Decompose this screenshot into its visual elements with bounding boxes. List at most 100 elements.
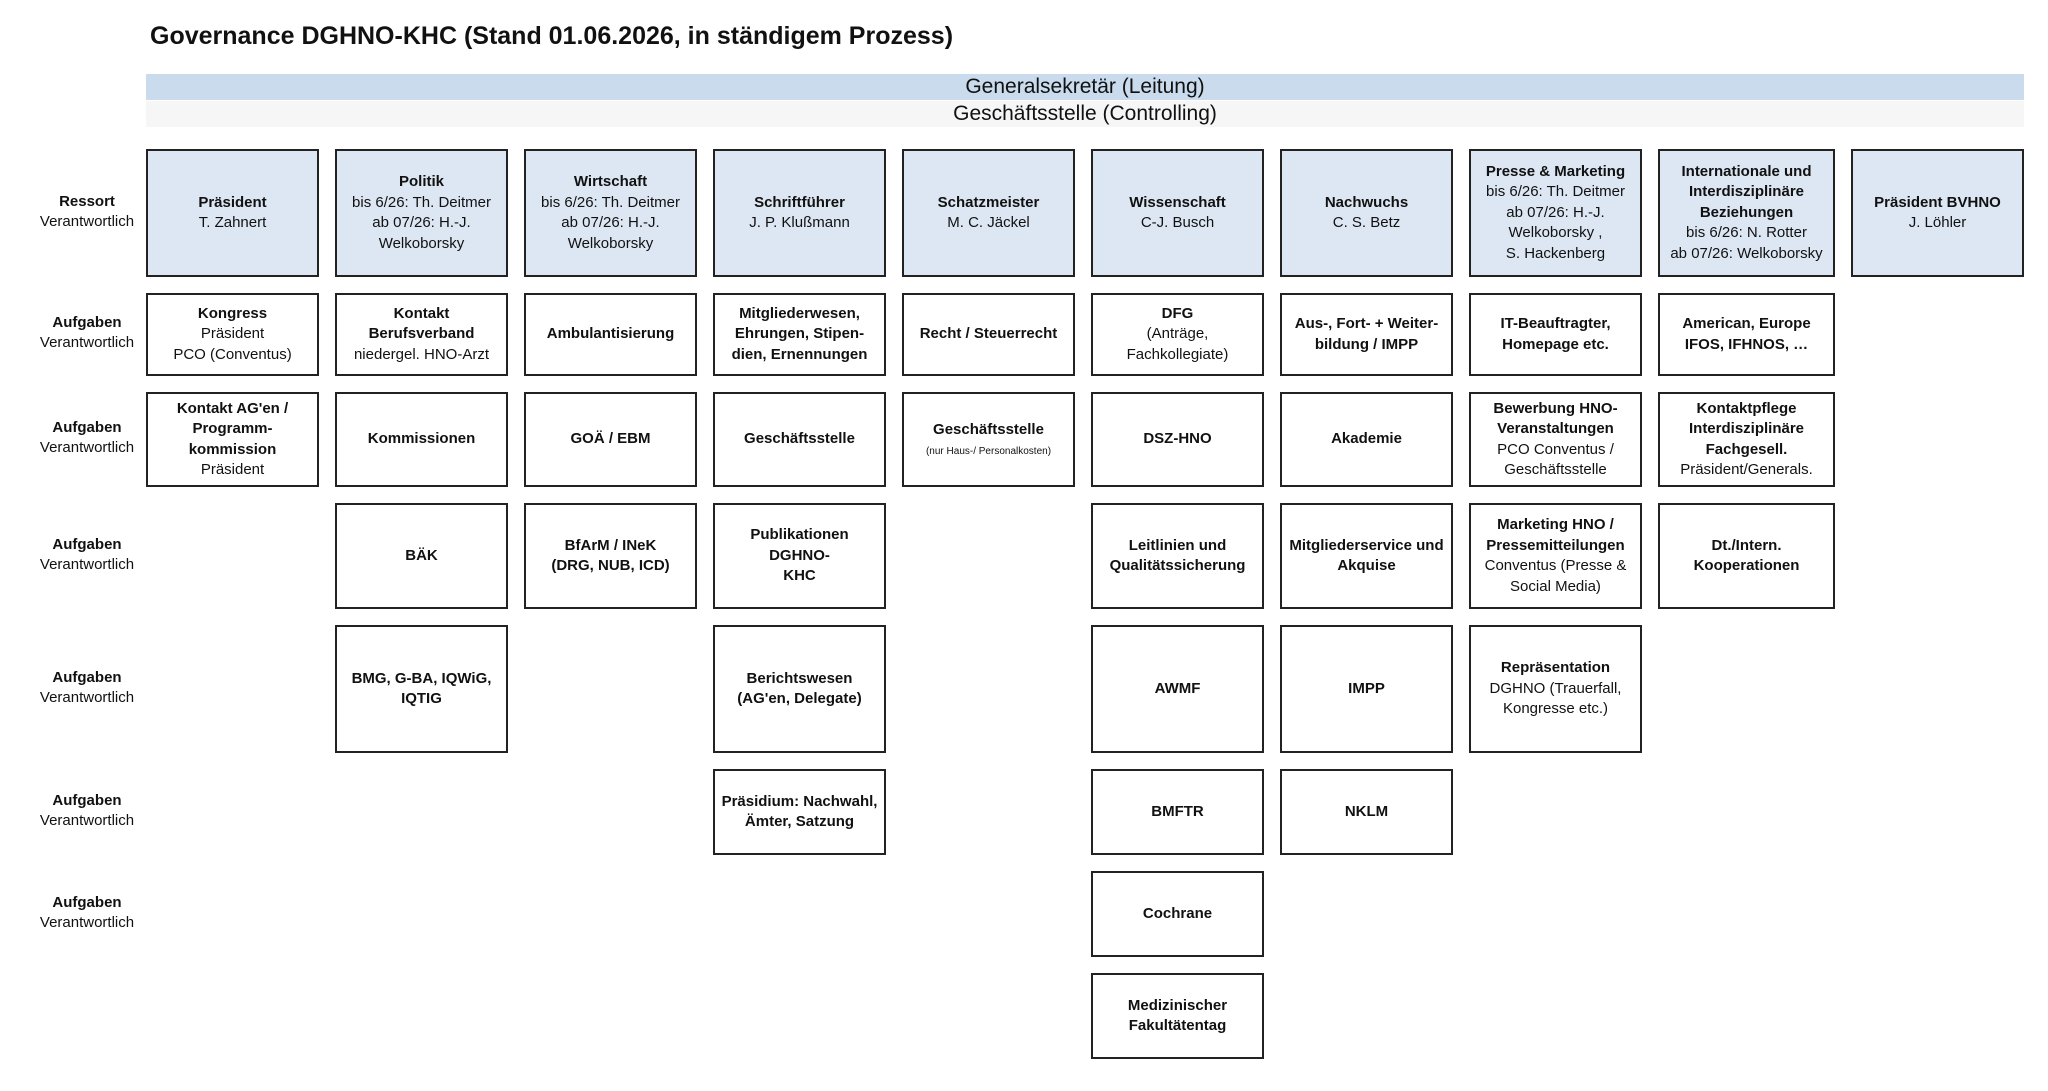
box-subtitle: bis 6/26: Th. Deitmer ab 07/26: H.-J. We… xyxy=(1486,183,1625,262)
task-aus-fort-weiterbildung: Aus-, Fort- + Weiter- bildung / IMPP xyxy=(1280,293,1453,376)
row-label-sub: Verantwortlich xyxy=(39,213,135,230)
row-label-sub: Verantwortlich xyxy=(39,334,135,351)
box-title: DSZ-HNO xyxy=(1143,430,1212,448)
row-label-title: Aufgaben xyxy=(52,894,122,911)
box-title: Geschäftsstelle xyxy=(744,430,855,448)
box-title: Politik xyxy=(398,173,444,190)
box-title: Internationale und Interdisziplinäre Bez… xyxy=(1681,162,1812,221)
row-label-aufgaben-6: Aufgaben Verantwortlich xyxy=(28,893,146,933)
box-note: (nur Haus-/ Personalkosten) xyxy=(925,445,1052,457)
row-label-aufgaben-5: Aufgaben Verantwortlich xyxy=(28,791,146,831)
box-title: NKLM xyxy=(1344,802,1389,820)
box-title: Mitgliederservice und Akquise xyxy=(1289,536,1444,575)
box-title: BfArM / INeK (DRG, NUB, ICD) xyxy=(551,536,670,575)
box-title: BMG, G-BA, IQWiG, IQTIG xyxy=(351,669,492,708)
row-label-sub: Verantwortlich xyxy=(39,914,135,931)
box-title: Aus-, Fort- + Weiter- bildung / IMPP xyxy=(1294,315,1439,353)
task-awmf: AWMF xyxy=(1091,625,1264,753)
row-label-title: Ressort xyxy=(59,193,115,210)
box-title: Berichtswesen (AG'en, Delegate) xyxy=(737,669,862,708)
box-title: BMFTR xyxy=(1151,802,1204,820)
box-title: Publikationen DGHNO- KHC xyxy=(750,526,849,585)
task-cochrane: Cochrane xyxy=(1091,871,1264,957)
task-kongress: Kongress Präsident PCO (Conventus) xyxy=(146,293,319,376)
box-title: Präsidium: Nachwahl, Ämter, Satzung xyxy=(721,792,878,831)
box-subtitle: C-J. Busch xyxy=(1140,214,1215,231)
box-title: Nachwuchs xyxy=(1324,193,1409,211)
task-baek: BÄK xyxy=(335,503,508,609)
ressort-wirtschaft: Wirtschaft bis 6/26: Th. Deitmer ab 07/2… xyxy=(524,149,697,277)
task-ambulantisierung: Ambulantisierung xyxy=(524,293,697,376)
task-geschaeftsstelle: Geschäftsstelle xyxy=(713,392,886,487)
task-leitlinien: Leitlinien und Qualitätssicherung xyxy=(1091,503,1264,609)
box-subtitle: T. Zahnert xyxy=(198,214,267,231)
task-medizinischer-fakultaetentag: Medizinischer Fakultätentag xyxy=(1091,973,1264,1059)
row-label-aufgaben-3: Aufgaben Verantwortlich xyxy=(28,535,146,575)
box-subtitle: PCO Conventus / Geschäftsstelle xyxy=(1497,440,1614,479)
task-bmg-gba: BMG, G-BA, IQWiG, IQTIG xyxy=(335,625,508,753)
row-label-sub: Verantwortlich xyxy=(39,689,135,706)
geschaeftsstelle-band: Geschäftsstelle (Controlling) xyxy=(146,101,2024,127)
box-subtitle: bis 6/26: Th. Deitmer ab 07/26: H.-J. We… xyxy=(352,193,491,252)
ressort-praesident: Präsident T. Zahnert xyxy=(146,149,319,277)
box-title: Schriftführer xyxy=(754,193,845,211)
task-mitgliederwesen: Mitgliederwesen, Ehrungen, Stipen- dien,… xyxy=(713,293,886,376)
task-it-beauftragter: IT-Beauftragter, Homepage etc. xyxy=(1469,293,1642,376)
box-title: Präsident BVHNO xyxy=(1874,193,2001,211)
box-title: American, Europe IFOS, IFHNOS, … xyxy=(1682,315,1811,353)
task-kontakt-agen: Kontakt AG'en / Programm- kommission Prä… xyxy=(146,392,319,487)
box-title: Wirtschaft xyxy=(573,173,648,190)
box-title: Bewerbung HNO- Veranstaltungen xyxy=(1493,399,1618,438)
task-dfg: DFG (Anträge, Fachkollegiate) xyxy=(1091,293,1264,376)
box-subtitle: C. S. Betz xyxy=(1332,214,1401,231)
task-marketing-hno: Marketing HNO / Pressemitteilungen Conve… xyxy=(1469,503,1642,609)
row-label-aufgaben-4: Aufgaben Verantwortlich xyxy=(28,668,146,708)
ressort-schriftfuehrer: Schriftführer J. P. Klußmann xyxy=(713,149,886,277)
task-praesidium: Präsidium: Nachwahl, Ämter, Satzung xyxy=(713,769,886,855)
box-title: IT-Beauftragter, Homepage etc. xyxy=(1500,315,1611,353)
task-impp: IMPP xyxy=(1280,625,1453,753)
task-kommissionen: Kommissionen xyxy=(335,392,508,487)
box-title: Präsident xyxy=(198,193,267,211)
box-title: Kommissionen xyxy=(367,430,476,448)
task-dsz-hno: DSZ-HNO xyxy=(1091,392,1264,487)
task-bfarm-inek: BfArM / INeK (DRG, NUB, ICD) xyxy=(524,503,697,609)
box-title: GOÄ / EBM xyxy=(570,430,651,448)
task-goae-ebm: GOÄ / EBM xyxy=(524,392,697,487)
box-subtitle: DGHNO (Trauerfall, Kongresse etc.) xyxy=(1489,679,1622,718)
box-title: Cochrane xyxy=(1142,904,1213,922)
row-label-ressort: Ressort Verantwortlich xyxy=(28,192,146,232)
page-title: Governance DGHNO-KHC (Stand 01.06.2026, … xyxy=(150,22,954,50)
box-title: Geschäftsstelle xyxy=(933,421,1044,439)
task-nklm: NKLM xyxy=(1280,769,1453,855)
box-title: Kontaktpflege Interdisziplinäre Fachgese… xyxy=(1688,399,1805,458)
row-label-title: Aufgaben xyxy=(52,792,122,809)
box-title: Kontakt AG'en / Programm- kommission xyxy=(176,399,289,458)
box-subtitle: Präsident xyxy=(200,461,265,478)
row-label-title: Aufgaben xyxy=(52,669,122,686)
ressort-presse-marketing: Presse & Marketing bis 6/26: Th. Deitmer… xyxy=(1469,149,1642,277)
task-recht-steuerrecht: Recht / Steuerrecht xyxy=(902,293,1075,376)
row-label-aufgaben-1: Aufgaben Verantwortlich xyxy=(28,313,146,353)
box-title: BÄK xyxy=(405,546,438,564)
box-subtitle: Präsident PCO (Conventus) xyxy=(173,325,292,363)
ressort-praesident-bvhno: Präsident BVHNO J. Löhler xyxy=(1851,149,2024,277)
box-title: Leitlinien und Qualitätssicherung xyxy=(1109,536,1246,575)
row-label-title: Aufgaben xyxy=(52,536,122,553)
box-title: Repräsentation xyxy=(1500,659,1611,677)
box-subtitle: bis 6/26: N. Rotter ab 07/26: Welkoborsk… xyxy=(1670,224,1823,262)
box-title: Mitgliederwesen, Ehrungen, Stipen- dien,… xyxy=(731,304,868,363)
ressort-politik: Politik bis 6/26: Th. Deitmer ab 07/26: … xyxy=(335,149,508,277)
row-label-sub: Verantwortlich xyxy=(39,556,135,573)
box-subtitle: Präsident/Generals. xyxy=(1680,461,1813,478)
box-title: Dt./Intern. Kooperationen xyxy=(1693,536,1800,575)
box-title: Kontakt Berufsverband xyxy=(368,304,475,343)
generalsekretaer-band: Generalsekretär (Leitung) xyxy=(146,74,2024,100)
box-title: Medizinischer Fakultätentag xyxy=(1127,996,1228,1035)
box-title: Marketing HNO / Pressemitteilungen xyxy=(1486,516,1625,554)
box-title: Ambulantisierung xyxy=(546,325,675,343)
box-title: AWMF xyxy=(1154,679,1201,697)
ressort-nachwuchs: Nachwuchs C. S. Betz xyxy=(1280,149,1453,277)
box-subtitle: J. P. Klußmann xyxy=(749,214,850,231)
task-publikationen: Publikationen DGHNO- KHC xyxy=(713,503,886,609)
